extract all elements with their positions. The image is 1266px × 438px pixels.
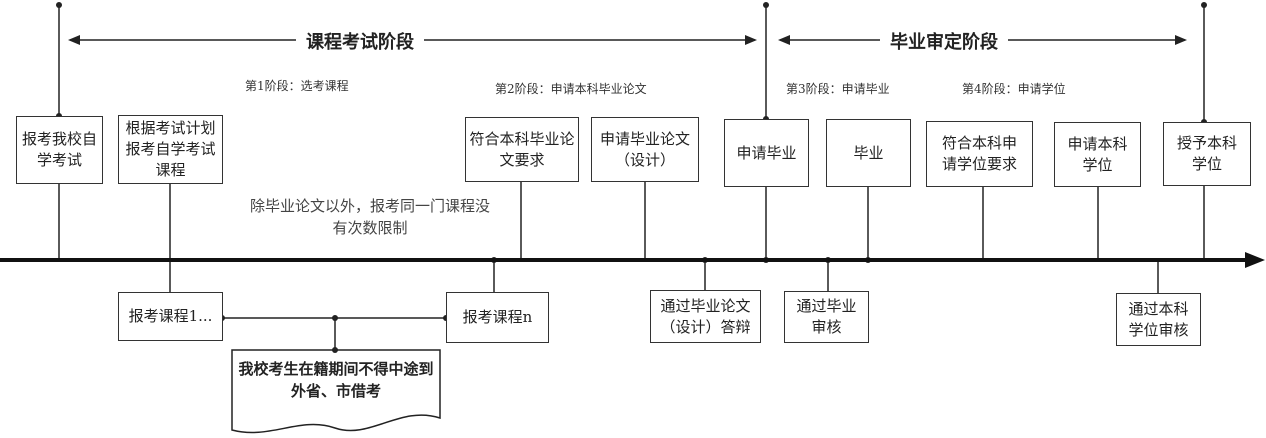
stage-2-label: 第2阶段：申请本科毕业论文 xyxy=(495,82,647,96)
step-box: 报考课程n xyxy=(446,292,549,343)
step-box: 通过毕业审核 xyxy=(784,291,869,343)
step-box: 申请本科学位 xyxy=(1054,122,1141,187)
stage-1-label: 第1阶段：选考课程 xyxy=(245,79,349,93)
step-box: 报考我校自学考试 xyxy=(16,116,103,184)
step-box: 申请毕业 xyxy=(724,119,809,187)
stage-4-label: 第4阶段：申请学位 xyxy=(962,82,1066,96)
phase-label-exam: 课程考试阶段 xyxy=(296,28,424,54)
step-box: 符合本科申请学位要求 xyxy=(926,121,1033,187)
step-box: 符合本科毕业论文要求 xyxy=(465,117,579,182)
step-box: 授予本科学位 xyxy=(1163,122,1251,186)
repeat-exam-note: 除毕业论文以外，报考同一门课程没有次数限制 xyxy=(250,197,491,237)
step-box: 通过毕业论文（设计）答辩 xyxy=(650,290,761,343)
document-note: 我校考生在籍期间不得中途到外省、市借考 xyxy=(238,360,434,400)
step-box: 根据考试计划报考自学考试课程 xyxy=(118,115,223,184)
timeline-arrowhead xyxy=(1245,252,1265,268)
step-box: 报考课程1... xyxy=(118,292,223,341)
step-box: 申请毕业论文（设计） xyxy=(591,117,699,182)
phase-label-graduation: 毕业审定阶段 xyxy=(880,28,1008,54)
step-box: 通过本科学位审核 xyxy=(1116,293,1201,346)
stage-3-label: 第3阶段：申请毕业 xyxy=(786,82,890,96)
step-box: 毕业 xyxy=(826,119,911,187)
